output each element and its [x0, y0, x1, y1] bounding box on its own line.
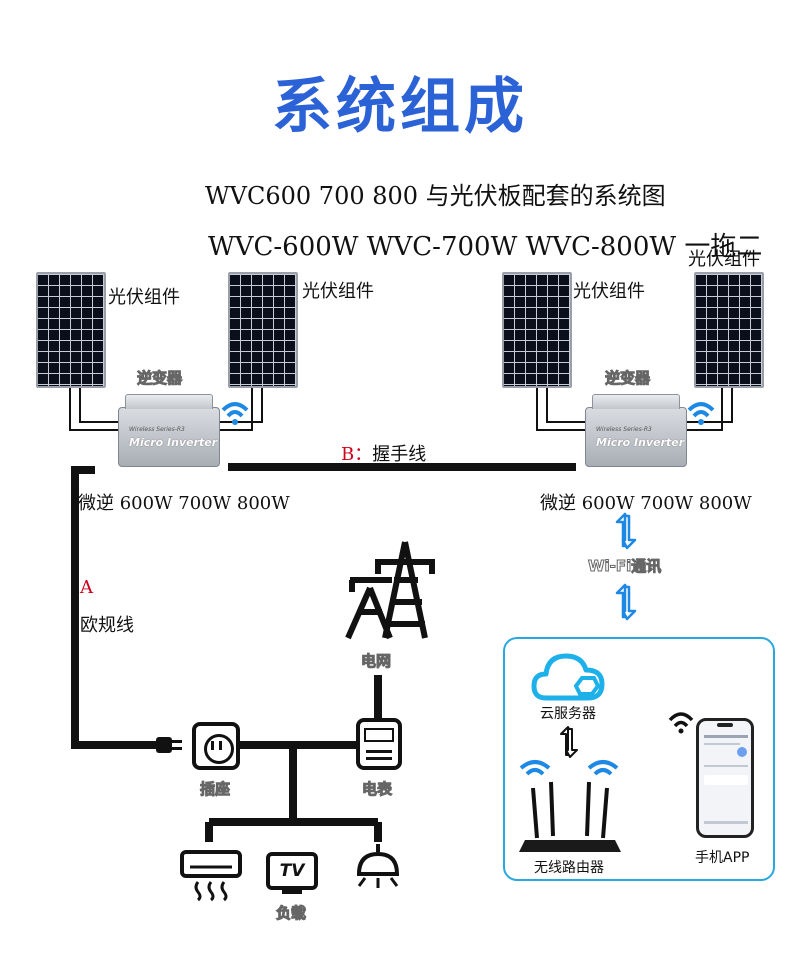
- plug-icon: [156, 737, 182, 753]
- meter-label: 电表: [361, 780, 393, 799]
- socket-label: 插座: [199, 780, 231, 799]
- pv-panel: [502, 272, 572, 388]
- tv-icon-text: TV: [279, 861, 305, 881]
- inverter-name: Micro Inverter: [129, 436, 218, 449]
- inverter-label: 逆变器: [604, 369, 651, 388]
- micro-inverter: Wireless Series-R3 Micro Inverter: [585, 394, 687, 467]
- pv-panel: [228, 272, 298, 388]
- pv-label: 光伏组件: [688, 249, 760, 270]
- meter-icon: [356, 718, 402, 770]
- router-icon: [519, 760, 621, 852]
- lamp-icon: [356, 844, 400, 888]
- bidirectional-arrow-icon: [615, 583, 637, 621]
- wifi-icon: [687, 402, 715, 425]
- tv-icon: TV: [266, 852, 318, 890]
- wifi-icon: [221, 402, 249, 425]
- cloud-label: 云服务器: [540, 706, 596, 722]
- inverter-label: 逆变器: [136, 369, 183, 388]
- bidirectional-arrow-icon: [560, 726, 578, 758]
- load-label: 负载: [275, 904, 307, 923]
- bidirectional-arrow-icon: [615, 512, 637, 550]
- diagram-subtitle: WVC600 700 800 与光伏板配套的系统图: [205, 182, 666, 210]
- page-title: 系统组成: [272, 72, 528, 142]
- inverter-series: Wireless Series-R3: [129, 426, 185, 433]
- air-conditioner-icon: [180, 850, 242, 902]
- pv-label: 光伏组件: [302, 281, 374, 302]
- router-label: 无线路由器: [534, 860, 604, 876]
- tv-stand: [282, 890, 302, 894]
- micro-inverter: Wireless Series-R3 Micro Inverter: [118, 394, 220, 467]
- phone-label: 手机APP: [695, 850, 750, 866]
- cable-a-label: 欧规线: [80, 615, 134, 636]
- micro-inverter-caption: 微逆 600W 700W 800W: [78, 493, 290, 514]
- cable-b-name: 握手线: [372, 444, 427, 465]
- cable-b-letter: B：: [341, 444, 373, 465]
- pv-panel: [36, 272, 106, 388]
- wifi-comm-label: Wi-Fi通讯: [587, 557, 662, 576]
- socket-icon: [192, 722, 240, 770]
- model-line: WVC-600W WVC-700W WVC-800W 一拖二: [208, 232, 763, 262]
- wifi-icon: [668, 712, 694, 734]
- power-tower-icon: [345, 541, 435, 640]
- cable-b-label: B：握手线: [341, 440, 426, 466]
- phone-icon: [696, 718, 754, 838]
- inverter-name: Micro Inverter: [596, 436, 685, 449]
- inverter-series: Wireless Series-R3: [596, 426, 652, 433]
- pv-panel: [694, 272, 764, 388]
- micro-inverter-caption: 微逆 600W 700W 800W: [540, 493, 752, 514]
- cable-a-letter: A: [80, 577, 93, 598]
- cloud-icon: [531, 653, 605, 701]
- grid-label: 电网: [360, 652, 392, 671]
- pv-label: 光伏组件: [573, 281, 645, 302]
- pv-label: 光伏组件: [108, 287, 180, 308]
